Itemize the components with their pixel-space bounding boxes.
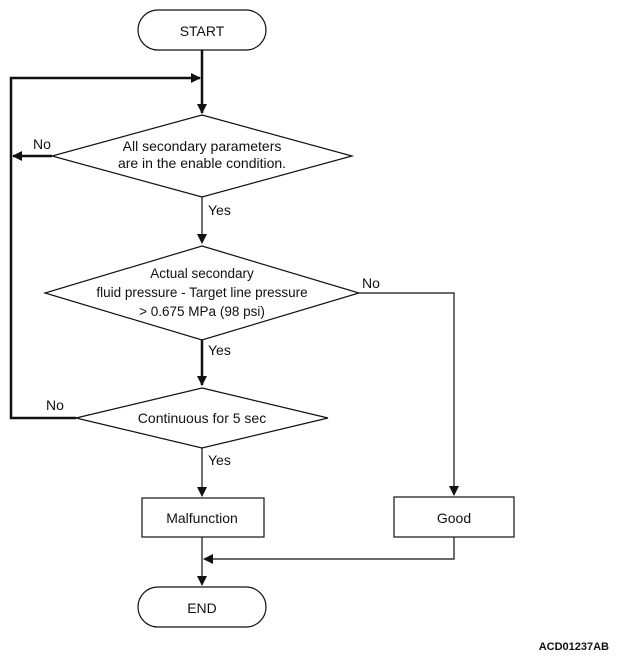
decision3-label: Continuous for 5 sec (138, 410, 266, 426)
edge-decision3-no-loop (9, 73, 201, 420)
decision2-no-label: No (362, 275, 380, 291)
decision3-no-label: No (46, 397, 64, 413)
end-label: END (187, 600, 217, 616)
decision2-line1: Actual secondary (150, 266, 254, 281)
decision2-line3: > 0.675 MPa (98 psi) (139, 304, 265, 319)
good-box (393, 496, 515, 538)
decision2-line2: fluid pressure - Target line pressure (96, 285, 307, 300)
start-label: START (180, 23, 225, 39)
edge-decision2-no (359, 292, 459, 496)
end-terminal (137, 586, 267, 628)
good-label: Good (437, 510, 471, 526)
malfunction-label: Malfunction (166, 510, 238, 526)
decision1-no-label: No (33, 136, 51, 152)
edge-good-to-end (203, 537, 455, 564)
decision2-yes-label: Yes (208, 342, 231, 358)
decision1-line1: All secondary parameters (123, 138, 282, 154)
figure-code: ACD01237AB (539, 641, 609, 653)
decision1-yes-label: Yes (208, 202, 231, 218)
decision3-yes-label: Yes (208, 452, 231, 468)
malfunction-box (141, 497, 265, 538)
decision1-line2: are in the enable condition. (118, 155, 286, 171)
